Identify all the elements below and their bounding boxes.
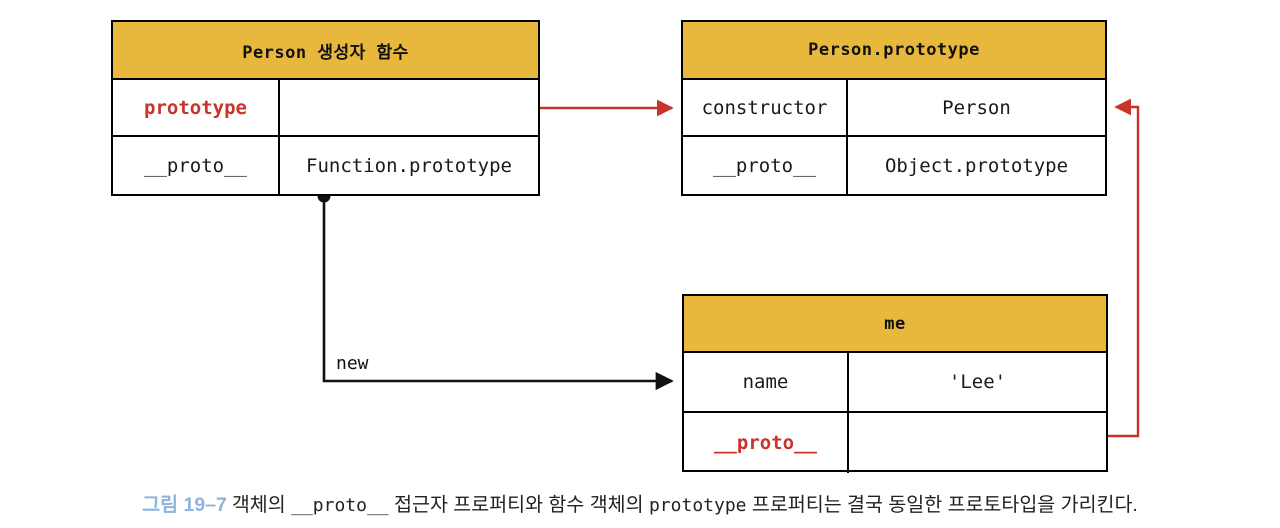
table-me-instance: me name 'Lee' __proto__ <box>682 294 1108 473</box>
caption-code-proto: __proto__ <box>291 495 389 516</box>
cell-value-proto <box>849 413 1106 473</box>
cell-value-name: 'Lee' <box>948 371 1007 393</box>
table-person-prototype: Person.prototype constructor Person __pr… <box>681 20 1107 196</box>
cell-key-prototype: prototype <box>113 80 280 135</box>
caption-code-prototype: prototype <box>648 495 747 516</box>
edge-new-instantiation <box>317 189 674 391</box>
cell-value-proto: Object.prototype <box>884 154 1069 177</box>
cell-value-constructor: Person <box>942 96 1011 119</box>
table-row: __proto__ Function.prototype <box>113 137 538 194</box>
table-row: __proto__ Object.prototype <box>683 137 1105 194</box>
table-row: __proto__ <box>684 413 1106 473</box>
table-row: prototype <box>113 80 538 137</box>
cell-key-proto: __proto__ <box>684 413 849 473</box>
cell-value-prototype <box>280 80 538 135</box>
table-me-title: me <box>684 296 1106 353</box>
cell-key-proto: __proto__ <box>113 137 280 194</box>
table-row: name 'Lee' <box>684 353 1106 413</box>
cell-key-name: name <box>684 353 849 411</box>
caption-part-2: 접근자 프로퍼티와 함수 객체의 <box>388 494 649 516</box>
figure-number: 그림 19–7 <box>142 494 227 516</box>
table-person-prototype-title: Person.prototype <box>683 22 1105 80</box>
caption-part-3: 프로퍼티는 결국 동일한 프로토타입을 가리킨다. <box>746 494 1138 516</box>
edge-label-new: new <box>336 353 369 374</box>
cell-key-constructor: constructor <box>683 80 848 135</box>
cell-value-proto: Function.prototype <box>306 154 512 177</box>
table-row: constructor Person <box>683 80 1105 137</box>
cell-key-proto: __proto__ <box>683 137 848 194</box>
caption-part-1: 객체의 <box>231 494 292 516</box>
table-person-title: Person 생성자 함수 <box>113 22 538 80</box>
table-person-constructor: Person 생성자 함수 prototype __proto__ Functi… <box>111 20 540 196</box>
